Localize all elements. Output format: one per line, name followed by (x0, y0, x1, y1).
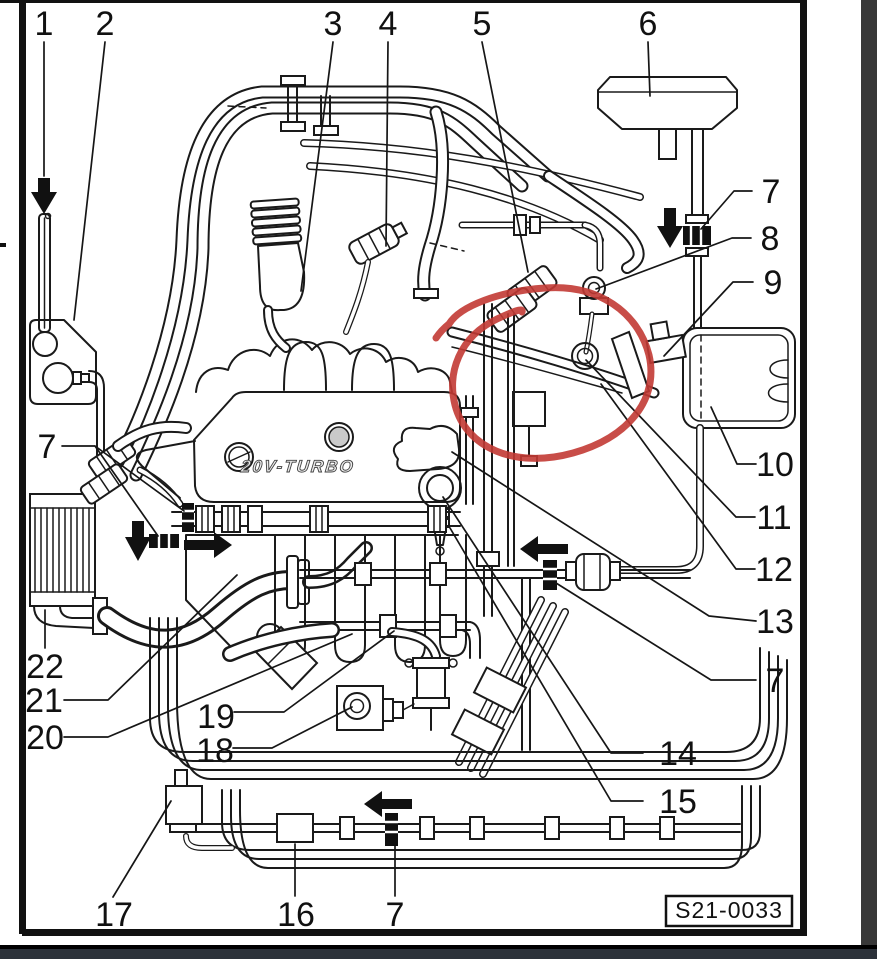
arrow-down-icon (125, 521, 151, 561)
bottom-hose-loops (149, 617, 788, 869)
callout-12: 12 (755, 551, 793, 589)
throttle-boot (249, 197, 306, 353)
left-margin-tick (0, 243, 6, 247)
arrow-left-icon (520, 536, 568, 562)
leak-detection-pump (165, 769, 235, 851)
callout-7a: 7 (762, 173, 781, 211)
frame-left-bar (19, 0, 26, 934)
callout-16: 16 (277, 896, 315, 934)
bypass-valve (387, 627, 458, 731)
frame-bottom-bar (22, 929, 807, 936)
oil-dipstick (38, 212, 52, 333)
mid-piping (299, 553, 691, 751)
callout-7d: 7 (386, 896, 405, 934)
upper-hose-loops (111, 75, 645, 482)
callout-2: 2 (96, 5, 115, 43)
left-hose-couplings (79, 420, 192, 508)
heater-flange-hook (392, 424, 461, 472)
pressure-regulator (571, 342, 599, 370)
arrow-down-icon (31, 178, 57, 214)
connector-7-top-right (683, 226, 711, 245)
support-bracket (512, 391, 546, 427)
callout-1: 1 (35, 5, 54, 43)
callout-11: 11 (756, 499, 791, 537)
connector-7-left2 (149, 534, 179, 548)
brand-badge-icon (328, 426, 350, 448)
callout-6: 6 (639, 5, 658, 43)
callout-5: 5 (473, 5, 492, 43)
connector-7-bottom (385, 813, 398, 846)
callout-7b: 7 (766, 662, 785, 700)
intercooler (29, 493, 373, 649)
fuel-rail (171, 505, 467, 663)
callout-4: 4 (379, 5, 398, 43)
callout-14: 14 (659, 735, 697, 773)
intake-manifold (195, 338, 453, 393)
engine-cover-label: 20V-TURBO (239, 457, 356, 476)
callouts: 1 2 3 4 5 6 7 8 9 10 11 12 13 7 14 15 7 … (25, 5, 794, 934)
figure-code: S21-0033 (675, 897, 783, 923)
arrow-left-icon (364, 791, 412, 817)
callout-10: 10 (756, 446, 794, 484)
oil-cap-icon (224, 442, 254, 472)
frame-right-bar (800, 0, 807, 936)
black-connectors (149, 226, 711, 846)
reservoir-tank (29, 319, 105, 493)
center-pipes (476, 303, 515, 617)
bottom-pipe-row (165, 769, 741, 851)
callout-18: 18 (196, 732, 234, 770)
frame-top-line (0, 0, 806, 3)
callout-20: 20 (26, 719, 64, 757)
figure-code-box: S21-0033 (664, 894, 794, 928)
vacuum-junction (579, 276, 609, 355)
round-fitting (418, 395, 479, 566)
callout-22: 22 (26, 648, 64, 686)
ignition-cylinder (222, 622, 340, 691)
flow-arrows (31, 178, 683, 817)
callout-8: 8 (761, 220, 780, 258)
filter-16 (276, 813, 314, 843)
callout-3: 3 (324, 5, 343, 43)
connector-7-mid (543, 560, 557, 590)
callout-7c: 7 (38, 428, 57, 466)
arrow-down-icon (657, 208, 683, 248)
arrow-right-icon (184, 532, 232, 558)
callout-21: 21 (25, 682, 63, 720)
callout-15: 15 (659, 783, 697, 821)
callout-9: 9 (764, 264, 783, 302)
solenoid-valve-4 (343, 221, 409, 335)
valve-block-18 (336, 685, 415, 731)
connector-7-left (182, 503, 194, 532)
callout-19: 19 (197, 698, 235, 736)
callout-17: 17 (95, 896, 133, 934)
engine-cover: 20V-TURBO (135, 391, 461, 503)
check-valve (575, 553, 611, 591)
red-annotation-circle (432, 284, 655, 462)
right-page-band (861, 0, 877, 959)
bottom-band-line (0, 945, 877, 949)
vacuum-reservoir (597, 76, 738, 331)
bottom-page-band (0, 949, 877, 959)
callout-13: 13 (756, 603, 794, 641)
